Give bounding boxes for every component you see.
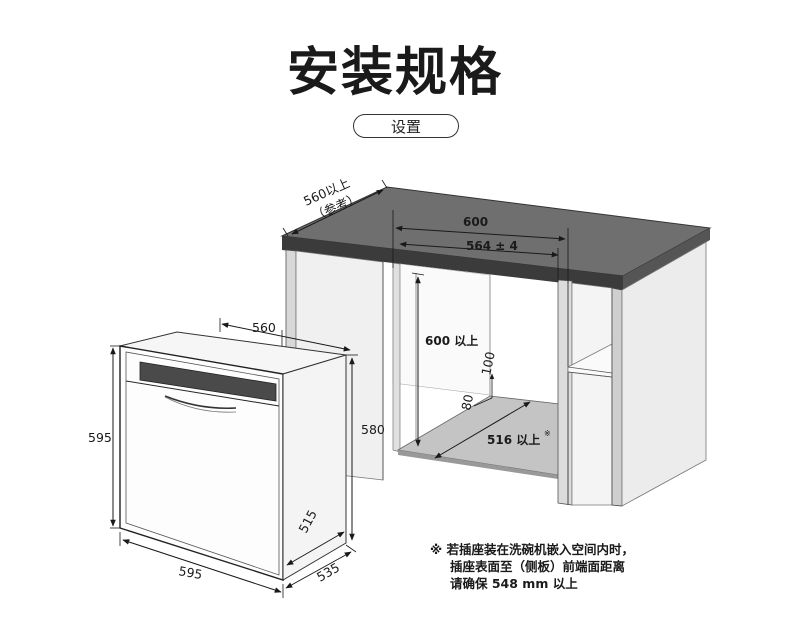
cavity-back — [392, 262, 491, 396]
dishwasher-drawing — [119, 331, 347, 581]
note-line-1: ※ 若插座装在洗碗机嵌入空间内时， — [430, 542, 635, 557]
depth-mark: ※ — [544, 429, 551, 438]
countertop-side — [623, 228, 710, 290]
note-line-2: 插座表面至（侧板）前端面距离 — [450, 559, 626, 574]
appliance-total-depth-label: 535 — [314, 560, 342, 585]
cabinet-divider — [557, 279, 573, 506]
cabinet-right-section — [571, 282, 613, 506]
installation-note: ※ 若插座装在洗碗机嵌入空间内时， 插座表面至（侧板）前端面距离 请确保 548… — [430, 541, 634, 592]
page-title: 安装规格 — [286, 43, 503, 103]
cabinet-right-side — [621, 241, 707, 507]
width-outer-label: 600 — [463, 215, 488, 229]
dishwasher-side — [282, 354, 347, 581]
height-min-label: 600 以上 — [425, 333, 478, 348]
appliance-height-label: 595 — [88, 430, 112, 445]
note-line-3: 请确保 548 mm 以上 — [450, 576, 578, 591]
depth-min-label: 516 以上 — [487, 432, 540, 447]
appliance-width-label: 595 — [177, 563, 203, 582]
appliance-depth-label: 560 — [252, 320, 276, 335]
control-panel — [139, 361, 277, 402]
cavity-floor — [396, 395, 569, 476]
door-handle — [164, 395, 237, 410]
countertop-front — [282, 236, 623, 290]
width-inner-label: 564 ± 4 — [466, 239, 518, 253]
offset-100-label: 100 — [478, 350, 498, 377]
cabinet-right-front — [611, 287, 623, 507]
section-label: 设置 — [353, 114, 459, 138]
appliance-body-height-label: 580 — [361, 422, 385, 437]
cabinet-dimensions: 560以上 （参考） 600 564 ± 4 600 以上 100 80 516… — [282, 175, 569, 459]
